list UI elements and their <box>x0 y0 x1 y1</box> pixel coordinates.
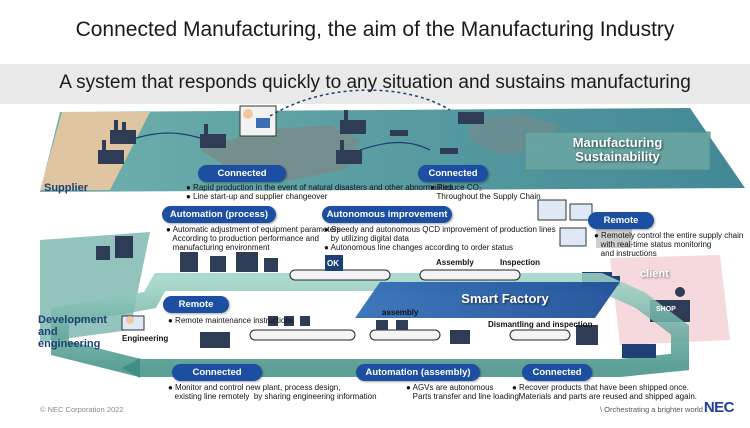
supplier-label: Supplier <box>44 182 89 194</box>
ok-label: OK <box>327 259 339 268</box>
sustainability-box <box>524 131 711 171</box>
pill-remote-right: Remote <box>588 212 654 229</box>
development-label: Development and engineering <box>38 314 108 350</box>
pill-autonomous-improvement: Autonomous improvement <box>322 206 452 223</box>
note-autonomous-improvement: ● Speedy and autonomous QCD improvement … <box>324 225 556 252</box>
tag-assembly-bottom: assembly <box>382 308 419 317</box>
note-remote-left: ● Remote maintenance instructions <box>168 316 294 325</box>
tag-dismantling: Dismantling and inspection <box>488 320 593 329</box>
route-arrow-mid <box>359 141 431 151</box>
manufacturing-sustainability-label: Manufacturing Sustainability <box>572 135 663 164</box>
note-connected-bottom-right: ● Recover products that have been shippe… <box>512 383 698 401</box>
pill-automation-process: Automation (process) <box>162 206 276 223</box>
tag-inspection: Inspection <box>500 258 541 267</box>
note-automation-assembly: ● AGVs are autonomous Parts transfer and… <box>406 383 519 401</box>
remote-monitor-cluster <box>537 199 632 248</box>
dev-buildings <box>96 236 133 260</box>
subtitle-band <box>0 64 750 104</box>
note-connected-bottom-left: ● Monitor and control new plant, process… <box>168 383 377 401</box>
tag-assembly-top: Assembly <box>436 258 474 267</box>
smart-factory-band <box>355 282 620 318</box>
equipment-icons <box>180 252 656 358</box>
note-top-right: ● Reduce CO₂ Throughout the Supply Chain <box>430 183 541 201</box>
page-subtitle: A system that responds quickly to any si… <box>59 72 691 93</box>
nec-logo: NEC <box>703 399 735 416</box>
pill-connected-top-right: Connected <box>418 165 488 182</box>
footer-tagline: \ Orchestrating a brighter world <box>600 405 703 414</box>
note-top-left: ● Rapid production in the event of natur… <box>186 183 453 201</box>
note-automation-process: ● Automatic adjustment of equipment para… <box>166 225 341 252</box>
engineering-label: Engineering <box>122 334 169 343</box>
pill-automation-assembly: Automation (assembly) <box>356 364 480 381</box>
shop-label: SHOP <box>656 306 676 313</box>
page-title: Connected Manufacturing, the aim of the … <box>75 18 675 41</box>
footer-copyright: © NEC Corporation 2022 <box>40 405 124 414</box>
loop-arrowhead <box>122 358 140 378</box>
factory-icons-top <box>98 110 484 164</box>
note-remote-right: ● Remotely control the entire supply cha… <box>594 231 744 258</box>
pill-remote-left: Remote <box>163 296 229 313</box>
pill-connected-bottom-left: Connected <box>172 364 262 381</box>
engineer-desk <box>121 315 230 348</box>
client-label: client <box>640 268 669 280</box>
smart-factory-label: Smart Factory <box>461 291 549 306</box>
operator-monitor-top <box>239 105 277 137</box>
pill-connected-bottom-right: Connected <box>522 364 592 381</box>
conveyor-lines <box>249 269 571 341</box>
route-arrow-left <box>129 132 201 141</box>
shipping-route <box>269 89 451 117</box>
pill-connected-top-left: Connected <box>198 165 286 182</box>
